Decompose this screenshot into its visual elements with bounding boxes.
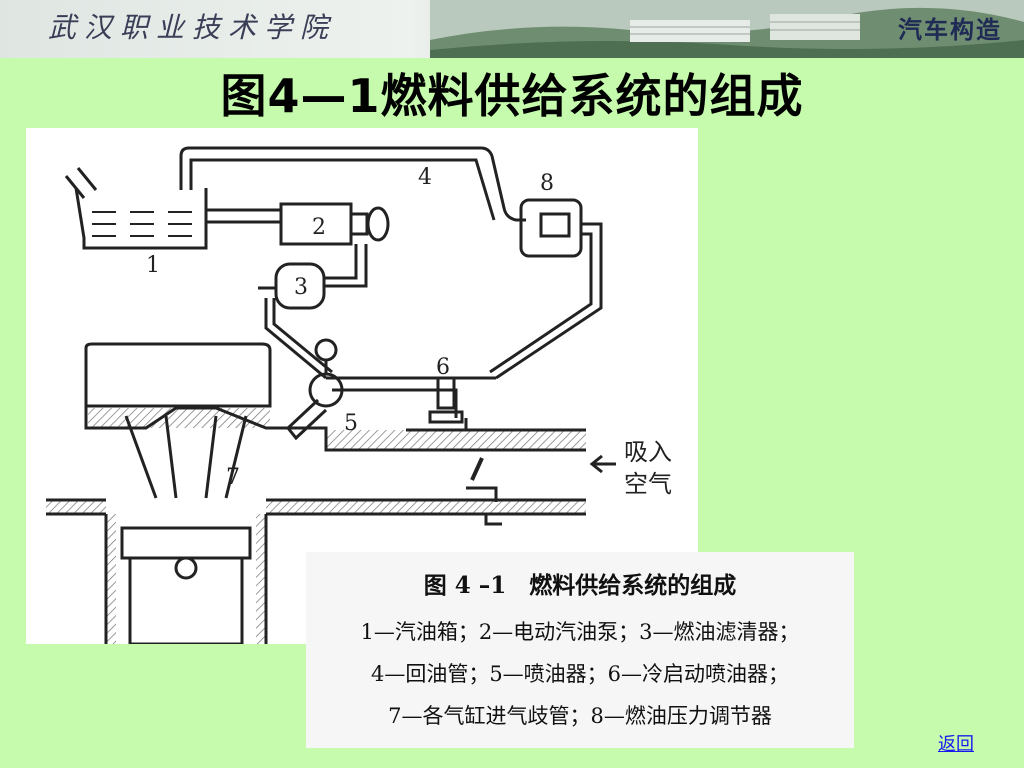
header-banner: 武汉职业技术学院 汽车构造 xyxy=(0,0,1024,58)
label-injector: 5 xyxy=(344,411,358,436)
label-electric-pump: 2 xyxy=(312,215,326,240)
course-name: 汽车构造 xyxy=(898,16,1002,44)
caption-line: 7—各气缸进气歧管；8—燃油压力调节器 xyxy=(388,704,772,728)
campus-photo xyxy=(430,0,1024,58)
label-pressure-regulator: 8 xyxy=(540,171,554,196)
fuel-tank-body xyxy=(74,187,208,250)
air-intake-label-bottom: 空气 xyxy=(624,470,672,498)
caption-line: 1—汽油箱；2—电动汽油泵；3—燃油滤清器； xyxy=(360,620,800,644)
label-return-pipe: 4 xyxy=(418,165,432,190)
college-name: 武汉职业技术学院 xyxy=(48,11,337,44)
label-intake-manifold: 7 xyxy=(226,465,240,490)
figure-caption: 图 4 –1 燃料供给系统的组成 1—汽油箱；2—电动汽油泵；3—燃油滤清器； … xyxy=(306,552,854,748)
label-cold-start-injector: 6 xyxy=(436,355,450,380)
caption-title: 图 4 –1 燃料供给系统的组成 xyxy=(423,572,737,599)
fuel-system-drawing: 1 2 3 4 5 6 7 8 吸入 空气 xyxy=(46,146,672,646)
label-fuel-filter: 3 xyxy=(294,275,308,300)
caption-line: 4—回油管；5—喷油器；6—冷启动喷油器； xyxy=(370,662,790,686)
back-link[interactable]: 返回 xyxy=(938,734,974,755)
air-intake-label-top: 吸入 xyxy=(624,438,672,466)
page-title: 图4—1燃料供给系统的组成 xyxy=(220,69,804,123)
label-fuel-tank: 1 xyxy=(146,253,160,278)
